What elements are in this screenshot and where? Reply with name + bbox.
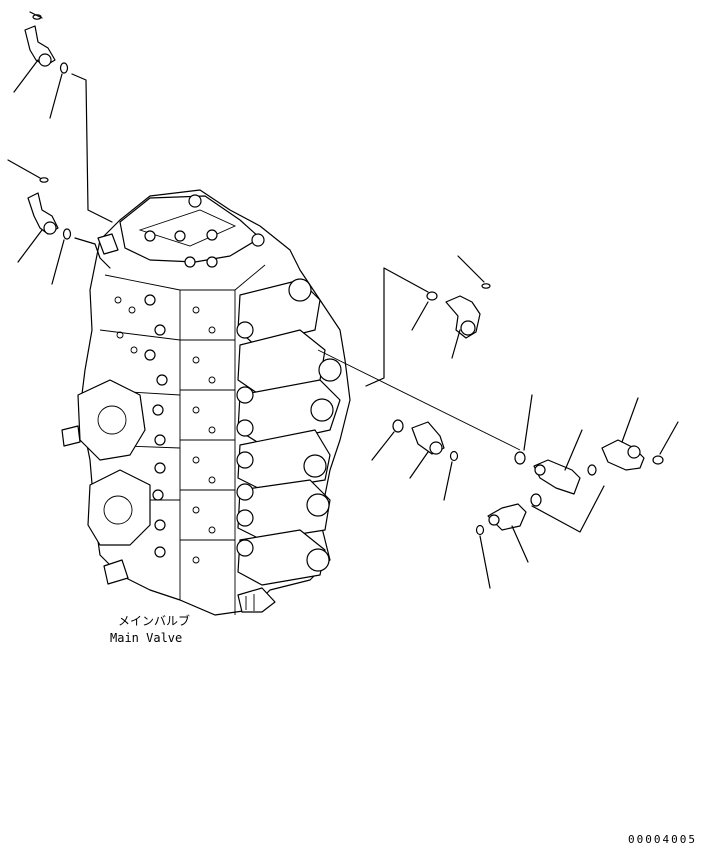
fitting-group-top-left <box>13 11 113 223</box>
main-valve-assembly <box>61 189 351 616</box>
fitting-group-right <box>475 394 679 589</box>
document-number: 00004005 <box>628 833 697 846</box>
connector-group-center <box>371 419 459 501</box>
main-valve-label-en: Main Valve <box>110 631 182 645</box>
fitting-group-right-top <box>365 255 491 387</box>
fitting-group-mid-left <box>7 159 119 285</box>
main-valve-label-jp: メインバルブ <box>118 613 190 628</box>
hose-line <box>317 349 521 451</box>
spool-housings <box>237 279 341 586</box>
